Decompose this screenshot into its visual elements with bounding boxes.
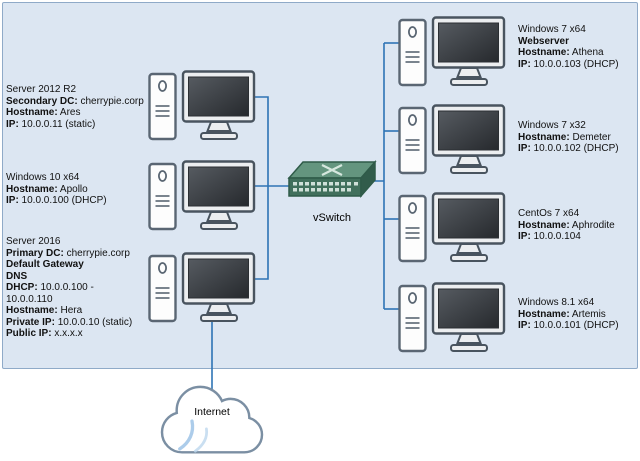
internet-cloud-icon: [160, 385, 264, 454]
spec-line: Webserver: [518, 35, 569, 47]
computer-icon-aphrodite: [398, 192, 506, 263]
label-aphrodite: CentOs 7 x64 Hostname: Aphrodite IP: 10.…: [518, 208, 615, 243]
spec-line: DNS: [6, 270, 28, 282]
spec-line: CentOs 7 x64: [518, 208, 580, 219]
spec-line: Windows 8.1 x64: [518, 297, 595, 308]
spec-line: Hostname: Hera: [6, 305, 83, 316]
label-hera: Server 2016 Primary DC: cherrypie.corp D…: [6, 236, 132, 340]
spec-line: Hostname: Athena: [518, 47, 604, 58]
spec-line: IP: 10.0.0.103 (DHCP): [518, 58, 619, 70]
spec-line: Windows 7 x32: [518, 120, 586, 131]
spec-line: Server 2016: [6, 236, 61, 247]
spec-line: IP: 10.0.0.100 (DHCP): [6, 195, 107, 206]
spec-line: Secondary DC: cherrypie.corp: [6, 95, 144, 107]
cloud-swoosh: [193, 427, 209, 453]
computer-icon-demeter: [398, 104, 506, 175]
spec-line: Windows 10 x64: [6, 172, 80, 183]
switch-cross-icon: [321, 164, 343, 176]
cloud-swoosh: [178, 419, 195, 451]
spec-line: Hostname: Aphrodite: [518, 219, 615, 231]
label-apollo: Windows 10 x64 Hostname: Apollo IP: 10.0…: [6, 172, 107, 207]
spec-line: Default Gateway: [6, 259, 84, 270]
spec-line: Primary DC: cherrypie.corp: [6, 247, 130, 259]
spec-line: Hostname: Ares: [6, 107, 81, 118]
spec-line: Windows 7 x64: [518, 24, 586, 35]
spec-line: DHCP: 10.0.0.100 -: [6, 282, 94, 293]
computer-icon-athena: [398, 16, 506, 87]
computer-icon-apollo: [148, 160, 256, 231]
spec-line: IP: 10.0.0.104: [518, 231, 581, 242]
wire-left-bus: [254, 96, 269, 280]
computer-icon-ares: [148, 70, 256, 141]
spec-line: Server 2012 R2: [6, 84, 77, 95]
spec-line: Hostname: Apollo: [6, 183, 88, 195]
spec-line: Hostname: Artemis: [518, 308, 606, 320]
spec-line: Private IP: 10.0.0.10 (static): [6, 316, 133, 328]
vswitch-label: vSwitch: [313, 212, 351, 224]
spec-line: Public IP: x.x.x.x: [6, 328, 83, 339]
label-artemis: Windows 8.1 x64 Hostname: Artemis IP: 10…: [518, 297, 619, 332]
spec-line: IP: 10.0.0.101 (DHCP): [518, 320, 619, 331]
computer-icon-hera: [148, 252, 256, 323]
label-ares: Server 2012 R2 Secondary DC: cherrypie.c…: [6, 84, 144, 130]
spec-line: 10.0.0.110: [6, 293, 53, 305]
vswitch-icon: [287, 160, 377, 198]
label-demeter: Windows 7 x32 Hostname: Demeter IP: 10.0…: [518, 120, 619, 155]
spec-line: IP: 10.0.0.11 (static): [6, 118, 96, 130]
spec-line: IP: 10.0.0.102 (DHCP): [518, 143, 619, 154]
computer-icon-artemis: [398, 282, 506, 353]
label-athena: Windows 7 x64 Webserver Hostname: Athena…: [518, 24, 619, 70]
internet-label: Internet: [194, 406, 230, 418]
spec-line: Hostname: Demeter: [518, 131, 611, 143]
